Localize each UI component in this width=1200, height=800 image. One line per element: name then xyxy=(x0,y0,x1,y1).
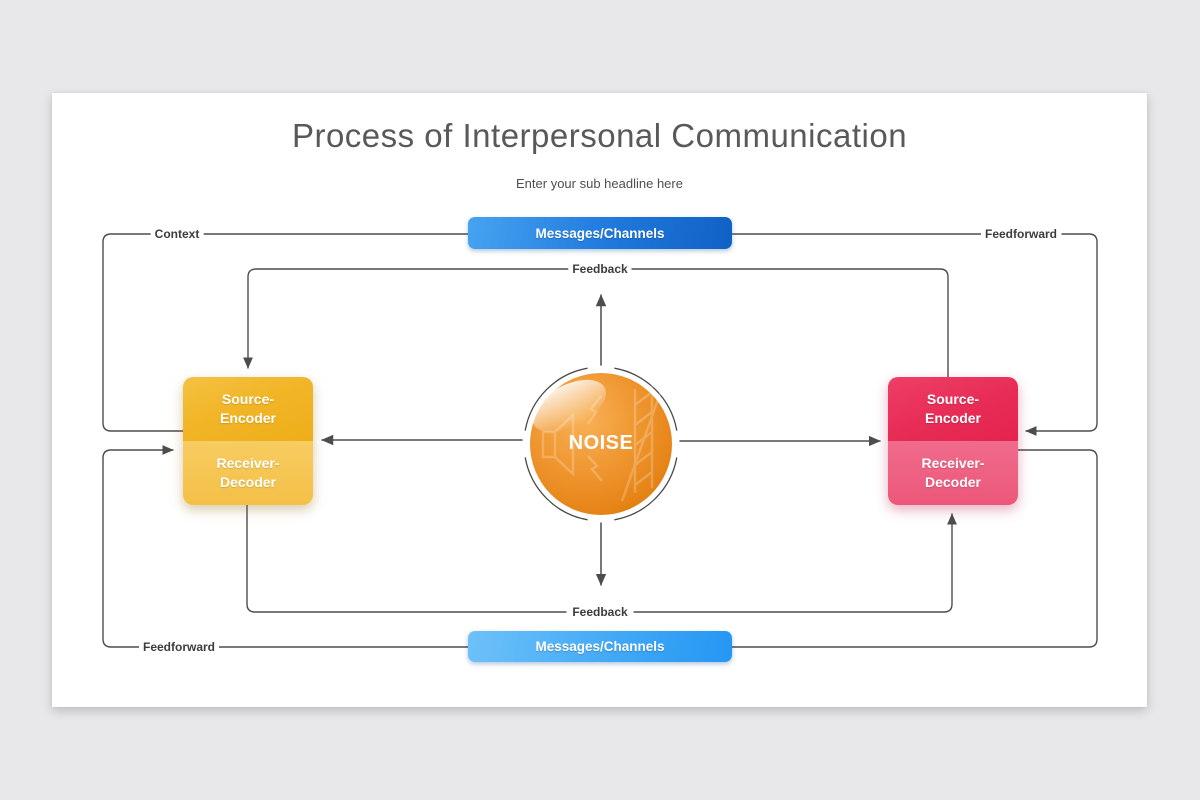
right-communicator-box[interactable]: Source- Encoder Receiver- Decoder xyxy=(888,377,1018,505)
feedback-bottom-left-line xyxy=(246,504,567,613)
feedback-top-right-line xyxy=(631,268,949,378)
left-receiver-decoder-label: Receiver- Decoder xyxy=(183,441,313,505)
noise-arrows xyxy=(321,294,881,586)
feedback-loop-lines xyxy=(243,268,957,613)
slide-title[interactable]: Process of Interpersonal Communication xyxy=(291,117,908,154)
feedforward-bottom-arrow xyxy=(102,445,174,648)
right-source-encoder-label: Source- Encoder xyxy=(888,377,1018,441)
noise-ball[interactable] xyxy=(524,369,672,515)
context-line-left xyxy=(102,233,184,432)
noise-label: NOISE xyxy=(568,432,634,454)
feedback-bottom-label[interactable]: Feedback xyxy=(568,605,632,619)
muted-speaker-noise-barrier-icon xyxy=(541,376,668,502)
messages-channels-top-button[interactable]: Messages/Channels xyxy=(468,217,732,249)
right-receiver-decoder-label: Receiver- Decoder xyxy=(888,441,1018,505)
noise-ring xyxy=(524,367,678,521)
feedback-top-label[interactable]: Feedback xyxy=(568,262,632,276)
slide-subtitle[interactable]: Enter your sub headline here xyxy=(516,176,683,191)
feedback-top-left-arrow xyxy=(243,268,569,369)
context-label[interactable]: Context xyxy=(150,227,204,241)
feedforward-top-label[interactable]: Feedforward xyxy=(980,227,1062,241)
left-source-encoder-label: Source- Encoder xyxy=(183,377,313,441)
messages-channels-bottom-button[interactable]: Messages/Channels xyxy=(468,631,732,662)
feedforward-top-arrow xyxy=(1025,233,1098,436)
left-communicator-box[interactable]: Source- Encoder Receiver- Decoder xyxy=(183,377,313,505)
bottom-line-middle xyxy=(217,449,1098,648)
feedback-bottom-right-arrow xyxy=(633,513,957,613)
connector-lines-layer xyxy=(102,233,1098,648)
slide-canvas: Process of Interpersonal Communication E… xyxy=(52,93,1147,707)
feedforward-bottom-label[interactable]: Feedforward xyxy=(138,640,220,654)
